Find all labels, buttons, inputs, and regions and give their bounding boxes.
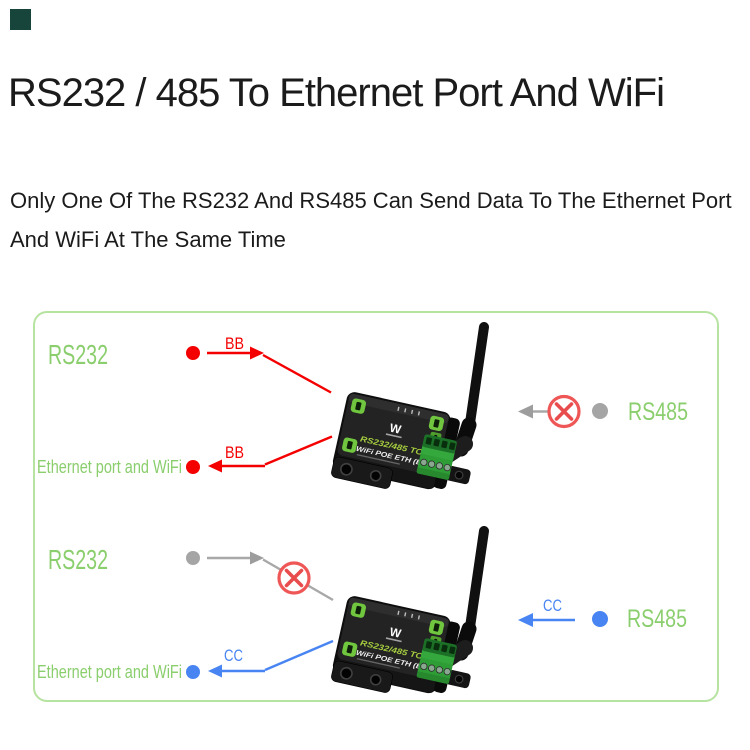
endpoint-dot-rs232-top [186,346,200,360]
label-rs232-bottom: RS232 [48,544,108,575]
diagram-container [33,311,719,702]
scenario-bottom: RS232 CC Ethernet port and WiFi [37,531,687,697]
device-bottom [330,531,484,697]
endpoint-dot-ethernet-top [186,460,200,474]
page-title: RS232 / 485 To Ethernet Port And WiFi [8,71,665,115]
label-ethernet-bottom: Ethernet port and WiFi [37,662,182,682]
endpoint-dot-ethernet-bottom [186,665,200,679]
endpoint-dot-rs485-top [592,403,608,419]
subtitle-line-1: Only One Of The RS232 And RS485 Can Send… [10,188,732,213]
arrow-device-to-ethernet-bottom [208,639,334,678]
scenario-top: RS232 BB BB Ethernet port and WiFi [37,327,688,493]
blocked-icon-bottom [277,561,311,595]
corner-tag [10,9,31,30]
page-subtitle: Only One Of The RS232 And RS485 Can Send… [10,181,750,259]
data-label-cc-in: CC [543,596,562,615]
blocked-icon-top [547,394,581,429]
data-label-cc-out: CC [224,646,243,665]
subtitle-line-2: And WiFi At The Same Time [10,227,286,252]
arrow-rs485-to-device [518,613,575,627]
endpoint-dot-rs485-bottom [592,611,608,627]
arrow-rs232-to-device [207,346,332,394]
label-ethernet-top: Ethernet port and WiFi [37,457,182,477]
data-label-bb-in: BB [225,334,244,353]
device-top [330,327,484,493]
data-label-bb-out: BB [225,443,244,462]
arrow-device-to-ethernet-top [208,435,333,473]
label-rs485-top: RS485 [628,398,688,426]
endpoint-dot-rs232-bottom [186,551,200,565]
label-rs232-top: RS232 [48,339,108,370]
label-rs485-bottom: RS485 [627,605,687,633]
arrow-rs232-blocked [207,551,334,602]
